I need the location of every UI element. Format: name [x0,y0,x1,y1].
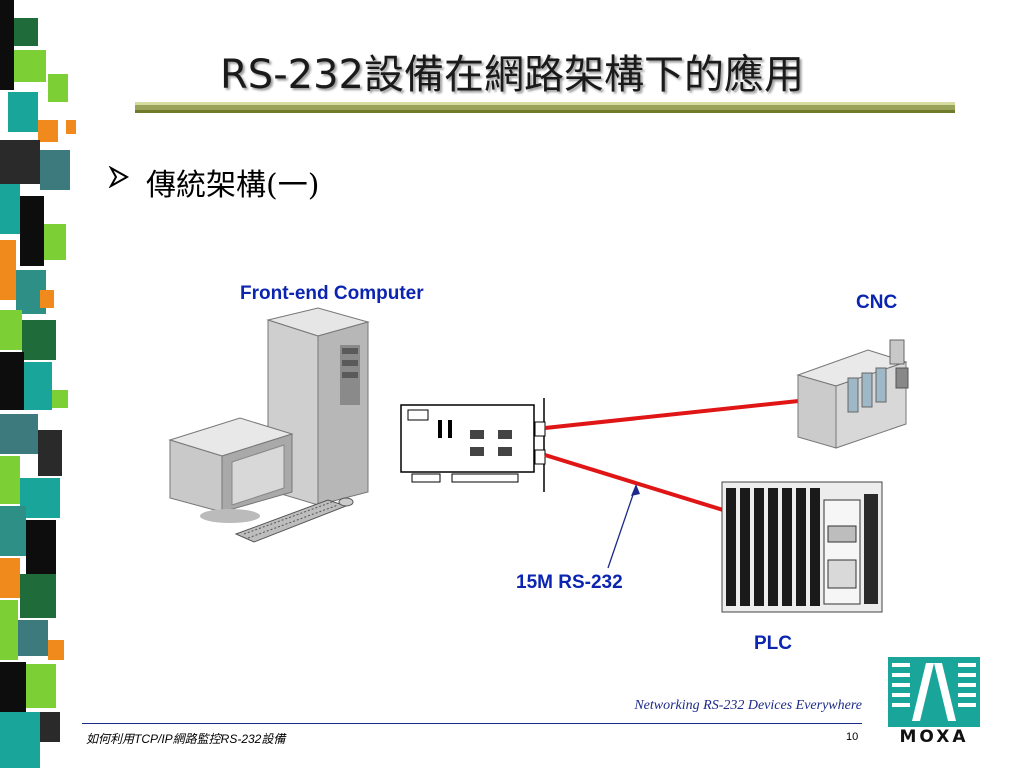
front-end-computer-label: Front-end Computer [240,283,424,304]
serial-card-icon [400,398,546,492]
plc-icon [721,481,883,613]
cnc-machine-icon [796,339,909,449]
decorative-mosaic-strip [0,0,76,768]
cable-length-label: 15M RS-232 [516,572,623,593]
cable-pointer-arrow [607,484,640,569]
slide-title: RS-232設備在網路架構下的應用 [220,52,804,98]
footer-divider [82,723,862,724]
bullet-arrow-icon [108,166,130,188]
moxa-logo-icon [888,657,980,727]
plc-label: PLC [754,633,792,654]
page-number: 10 [846,731,859,743]
footer-tagline: Networking RS-232 Devices Everywhere [634,698,862,713]
mouse-icon [338,497,354,507]
keyboard-icon [234,499,348,543]
moxa-logo-text: MOXA [899,727,969,747]
monitor-icon [168,417,294,523]
bullet-text: 傳統架構(一) [146,168,320,203]
cable-to-cnc [544,398,809,430]
title-underline-rule [135,102,955,113]
cable-to-plc [544,453,737,516]
cnc-label: CNC [856,292,898,313]
footer-presentation-title: 如何利用TCP/IP網路監控RS-232設備 [86,732,286,746]
